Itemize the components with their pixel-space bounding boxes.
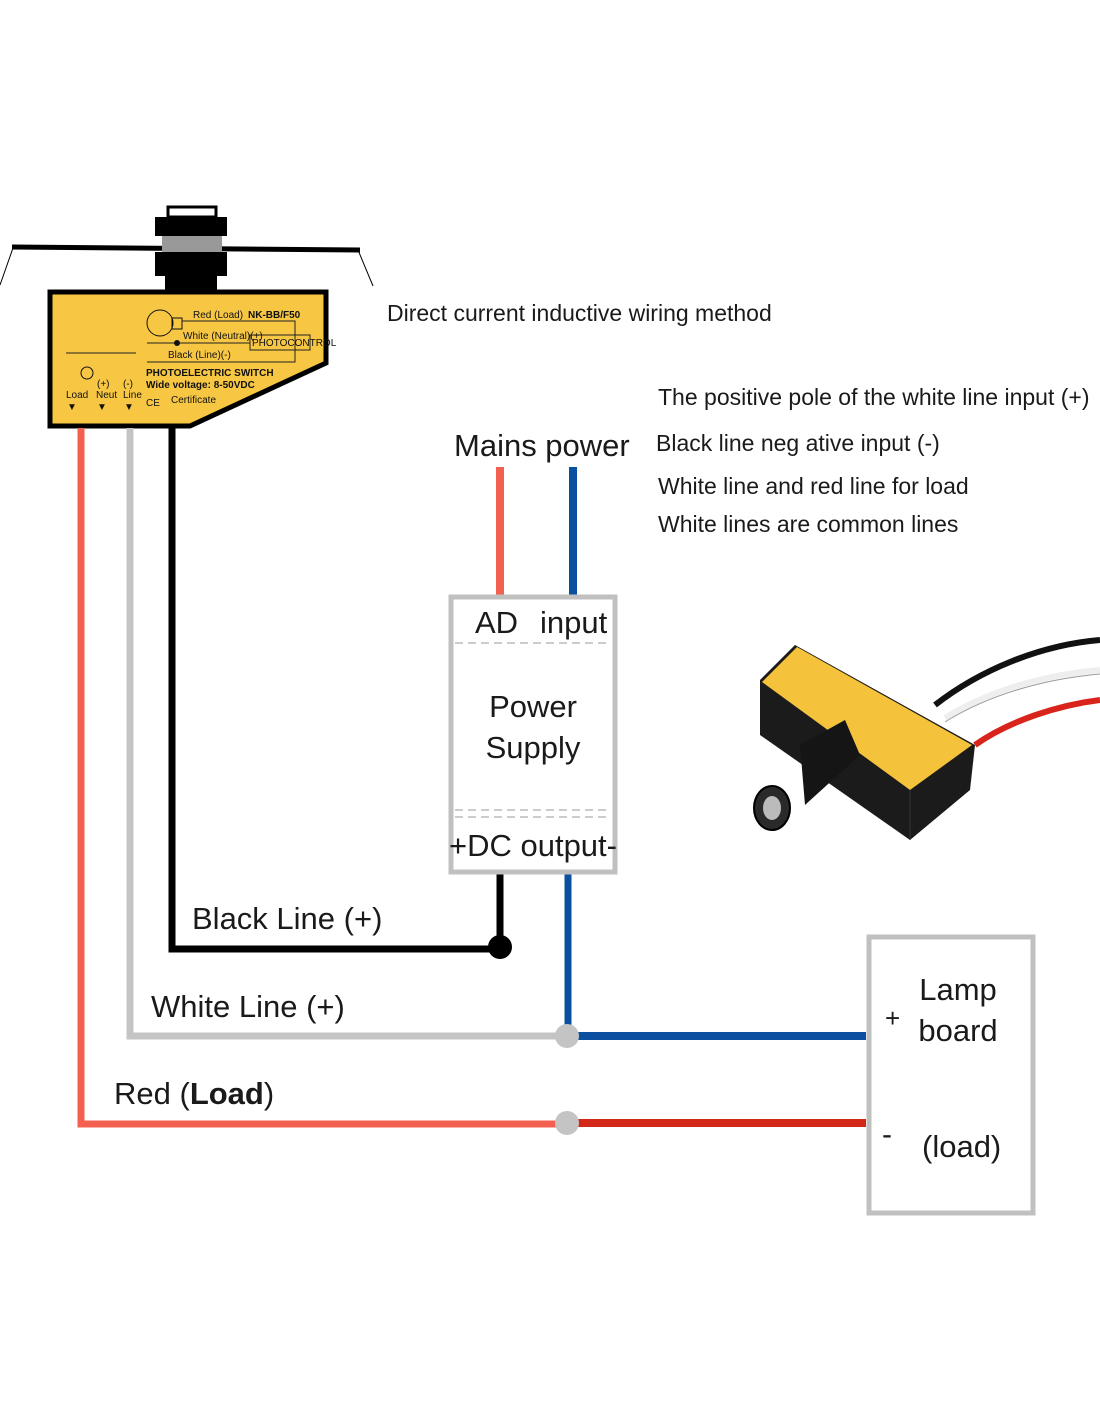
lamp-board: Lamp board + - (load)	[866, 934, 1036, 1216]
product-photo	[753, 637, 1100, 840]
black-junction	[488, 935, 512, 959]
red-junction	[555, 1111, 579, 1135]
photoelectric-switch-label: Red (Load) NK-BB/F50 White (Neutral)(+) …	[47, 289, 337, 429]
svg-text:-: -	[882, 1118, 892, 1151]
note-4: White lines are common lines	[658, 511, 958, 537]
svg-text:Load: Load	[66, 390, 88, 401]
svg-text:Neut: Neut	[96, 390, 117, 401]
note-3: White line and red line for load	[658, 473, 969, 499]
mains-power-label: Mains power	[454, 428, 630, 463]
svg-text:Wide voltage: 8-50VDC: Wide voltage: 8-50VDC	[146, 380, 255, 391]
svg-text:PHOTOCONTROL: PHOTOCONTROL	[252, 338, 337, 349]
svg-text:input: input	[540, 605, 608, 640]
sensor-lens	[155, 205, 227, 292]
white-wire	[126, 428, 567, 1040]
power-supply: AD input Power Supply +DC output-	[448, 594, 618, 875]
red-wire	[77, 428, 567, 1128]
svg-text:(load): (load)	[922, 1129, 1001, 1164]
svg-text:AD: AD	[475, 605, 518, 640]
white-line-label: White Line (+)	[151, 989, 345, 1024]
note-2: Black line neg ative input (-)	[656, 430, 940, 456]
diagram-title: Direct current inductive wiring method	[387, 300, 772, 326]
svg-text:▼: ▼	[97, 402, 107, 413]
svg-text:CE: CE	[146, 398, 160, 409]
white-junction	[555, 1024, 579, 1048]
svg-text:PHOTOELECTRIC SWITCH: PHOTOELECTRIC SWITCH	[146, 368, 274, 379]
black-line-label: Black Line (+)	[192, 901, 382, 936]
svg-text:▼: ▼	[124, 402, 134, 413]
svg-text:+DC output-: +DC output-	[449, 828, 617, 863]
svg-text:Black (Line)(-): Black (Line)(-)	[168, 350, 231, 361]
svg-text:+: +	[885, 1003, 900, 1033]
note-1: The positive pole of the white line inpu…	[658, 384, 1090, 410]
svg-text:NK-BB/F50: NK-BB/F50	[248, 310, 301, 321]
svg-text:Supply: Supply	[486, 730, 581, 765]
svg-text:board: board	[918, 1013, 997, 1048]
svg-text:▼: ▼	[67, 402, 77, 413]
red-load-label: Red (Load)	[114, 1076, 274, 1111]
svg-text:White (Neutral)(+): White (Neutral)(+)	[183, 331, 263, 342]
svg-text:Certificate: Certificate	[171, 395, 216, 406]
black-wire	[168, 428, 500, 953]
svg-text:(-): (-)	[123, 379, 133, 390]
svg-text:Lamp: Lamp	[919, 972, 997, 1007]
svg-text:Power: Power	[489, 689, 577, 724]
svg-text:Line: Line	[123, 390, 142, 401]
svg-text:(+): (+)	[97, 379, 110, 390]
svg-text:Red (Load): Red (Load)	[193, 310, 243, 321]
